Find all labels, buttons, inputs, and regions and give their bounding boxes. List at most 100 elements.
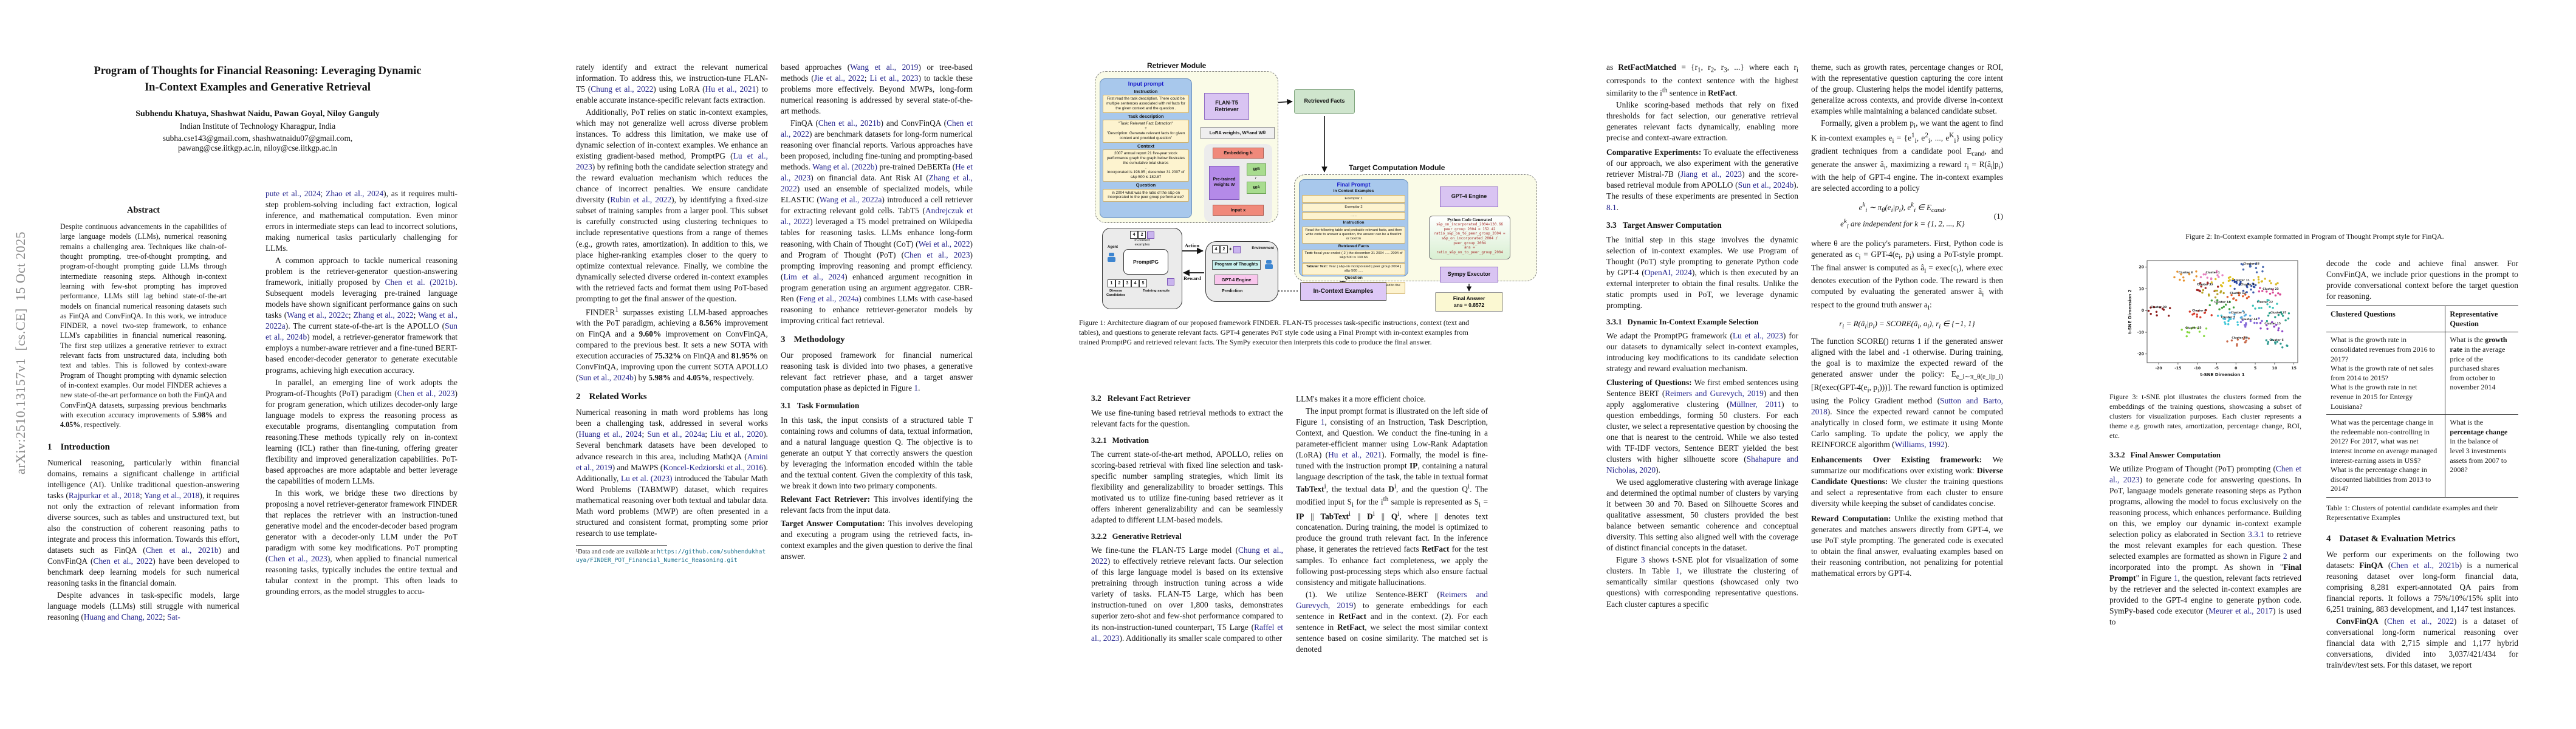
citation-link[interactable]: Wei et al., 2022 [918,239,970,248]
citation-link[interactable]: pute et al., 2024 [265,189,321,198]
citation-link[interactable]: Sun et al., 2024b [265,321,457,342]
citation-link[interactable]: Yang et al., 2018 [143,490,200,500]
citation-link[interactable]: Chung et al., 2022 [591,84,654,94]
svg-text:10: 10 [2139,287,2144,291]
citation-link[interactable]: Zhang et al., 2022 [781,173,973,194]
citation-link[interactable]: 1 [2173,573,2178,583]
citation-link[interactable]: Hu et al., 2021 [1328,450,1382,460]
paragraph: The current state-of-the-art method, APO… [1091,450,1283,525]
citation-link[interactable]: Müllner, 2011 [1729,399,1782,409]
citation-link[interactable]: Sun et al., 2024b [578,373,634,383]
svg-text:-10: -10 [2194,366,2201,371]
authors: Subhendu Khatuya, Shashwat Naidu, Pawan … [135,109,380,118]
citation-link[interactable]: Rubin et al., 2022 [610,195,672,205]
task-description-header: Task description [1128,113,1164,119]
citation-link[interactable]: Lu et al., 2023 [1732,330,1783,340]
promptpg-box: PromptPG [1123,249,1168,275]
citation-link[interactable]: Chen et al., 2021b [818,118,881,128]
svg-text:Cluster 35: Cluster 35 [2197,283,2213,287]
citation-link[interactable]: Lu et al. (2023) [620,473,673,483]
svg-text:-20: -20 [2137,352,2145,357]
citation-link[interactable]: Wang et al., 2019 [850,63,919,72]
citation-link[interactable]: Sat- [167,612,180,621]
citation-link[interactable]: Sun et al., 2024b [1738,180,1794,190]
citation-link[interactable]: Liu et al., 2020 [710,430,764,439]
citation-link[interactable]: Meurer et al., 2017 [2208,606,2273,616]
paragraph: Target Answer Computation: This involves… [781,519,973,561]
citation-link[interactable]: Wang et al., 2022c [287,310,349,320]
retrieved-facts-header: Retrieved Facts [1338,244,1369,248]
citation-link[interactable]: Zhao et al., 2024 [326,189,384,198]
citation-link[interactable]: Chen et al., 2022 [2387,616,2454,626]
citation-link[interactable]: 3 [1640,555,1645,565]
citation-link[interactable]: Williams, 1992 [1894,439,1945,449]
affiliation: Indian Institute of Technology Kharagpur… [179,121,336,131]
citation-link[interactable]: 1 [914,383,919,392]
citation-link[interactable]: Huang and Chang, 2022 [83,612,163,621]
citation-link[interactable]: Huang et al., 2024 [578,430,642,439]
citation-link[interactable]: Chen et al., 2021b [145,545,219,555]
figure3-caption: Figure 3: t-SNE plot illustrates the clu… [2109,392,2301,440]
ice-small-label: in-context examples [1134,239,1150,247]
citation-link[interactable]: Chen et al. (2021b) [385,278,456,287]
citation-link[interactable]: Raffel et al., 2023 [1091,622,1283,643]
citation-link[interactable]: 1 [1320,417,1325,427]
citation-link[interactable]: He et al., 2023 [781,162,973,183]
citation-link[interactable]: Lim et al., 2024 [783,272,845,281]
page5-col2: decode the code and achieve final answer… [2326,258,2518,683]
citation-link[interactable]: Reimers and Gurevych, 2019 [1665,388,1764,398]
citation-link[interactable]: Jiang et al., 2023 [1680,169,1742,179]
citation-link[interactable]: Wang et al. (2022b) [812,162,877,172]
citation-link[interactable]: OpenAI, 2024 [1644,267,1692,277]
training-sample-chip [1167,278,1174,286]
citation-link[interactable]: Zhang et al., 2022 [353,310,414,320]
citation-link[interactable]: Chen et al., 2023 [2109,464,2301,484]
citation-link[interactable]: Li et al., 2023 [869,74,919,83]
repository-link[interactable]: https://github.com/subhendukhatuya/FINDE… [576,548,766,564]
ice-header: In Context Examples [1333,189,1374,194]
page-1: arXiv:2510.13157v1 [cs.CE] 15 Oct 2025 P… [0,0,515,729]
citation-link[interactable]: 1 [1676,566,1680,576]
citation-link[interactable]: Shahapure and Nicholas, 2020 [1606,454,1798,475]
citation-link[interactable]: Chen et al., 2023 [268,554,327,564]
citation-link[interactable]: Koncel-Kedziorski et al., 2016 [663,462,764,472]
citation-link[interactable]: Chen et al., 2023 [904,250,970,259]
citation-link[interactable]: Chung et al., 2022 [1091,546,1283,566]
citation-link[interactable]: Chen et al., 2021b [2391,560,2459,570]
paragraph: Figure 3 shows t-SNE plot for visualizat… [1606,555,1799,609]
python-code-title: Python Code Generated [1447,217,1492,222]
arxiv-watermark: arXiv:2510.13157v1 [cs.CE] 15 Oct 2025 [13,231,28,475]
citation-link[interactable]: Chen et al., 2022 [781,118,973,139]
citation-link[interactable]: Sun et al., 2024a [647,430,705,439]
citation-link[interactable]: Wang et al., 2022a [265,310,458,331]
citation-link[interactable]: Reimers and Gurevych, 2019 [1296,589,1488,610]
citation-link[interactable]: Hu et al., 2021 [705,84,756,94]
citation-link[interactable]: Wang et al., 2022a [819,195,882,205]
table1-caption: Table 1: Clusters of potential candidate… [2326,503,2498,522]
citation-link[interactable]: Chen et al., 2022 [93,556,153,566]
citation-link[interactable]: Sutton and Barto, 2018 [1811,395,2003,416]
citation-link[interactable]: Andrejczuk et al., 2022 [781,206,973,227]
svg-text:Cluster 39: Cluster 39 [2151,306,2167,309]
citation-link[interactable]: Lu et al., 2023 [576,151,769,172]
citation-link[interactable]: Jie et al., 2022 [814,74,865,83]
gpt4-engine-box: GPT-4 Engine [1440,187,1498,207]
sample-chip [1146,231,1154,239]
paragraph: We perform our experiments on the follow… [2326,549,2518,614]
citation-link[interactable]: Feng et al., 2024a [799,293,859,303]
paragraph: We use fine-tuning based retrieval metho… [1091,408,1283,429]
page2-col1: rately identify and extract the relevant… [576,62,768,712]
paragraph: decode the code and achieve final answer… [2326,259,2518,301]
citation-link[interactable]: 3.3.1 [2248,529,2264,539]
figure1-architecture-diagram: Retriever Module Input prompt Instructio… [1094,59,1543,313]
citation-link[interactable]: 8.1 [1606,202,1617,212]
citation-link[interactable]: Chen et al., 2023 [397,388,455,398]
citation-link[interactable]: Rajpurkar et al., 2018 [68,490,140,500]
citation-link[interactable]: Amini et al., 2019 [576,451,768,472]
target-module-title: Target Computation Module [1349,163,1445,172]
citation-link[interactable]: 2 [2283,552,2287,561]
paragraph: Enhancements Over Existing framework: We… [1811,454,2003,508]
